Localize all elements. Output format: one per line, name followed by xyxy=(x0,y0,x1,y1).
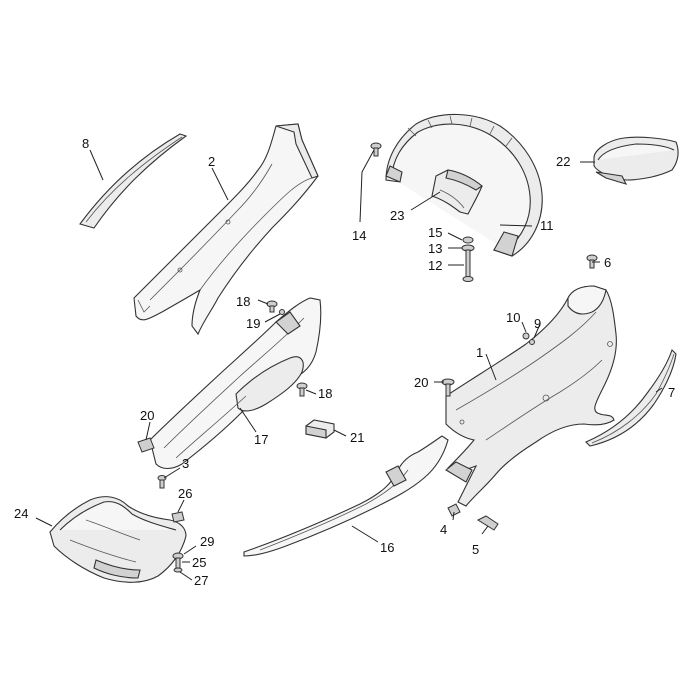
callout-28: 27 xyxy=(194,573,208,588)
callout-4: 4 xyxy=(440,522,447,537)
callout-18-upper: 18 xyxy=(236,294,250,309)
hardware-12-13-15-stack xyxy=(461,236,475,282)
callout-9: 9 xyxy=(534,316,541,331)
callout-18-lower: 18 xyxy=(318,386,332,401)
callout-23: 22 xyxy=(556,154,570,169)
callout-labels: 8 2 14 23 11 22 15 13 12 6 10 9 1 7 20 4… xyxy=(14,136,675,588)
callout-12: 12 xyxy=(428,258,442,273)
callout-17: 17 xyxy=(254,432,268,447)
leader-lines xyxy=(35,149,663,581)
callout-16: 16 xyxy=(380,540,394,555)
hardware-4-5 xyxy=(447,503,499,531)
part-1-main-body-panel xyxy=(445,285,617,507)
callout-27: 26 xyxy=(178,486,192,501)
callout-13: 13 xyxy=(428,241,442,256)
part-2-side-panel xyxy=(133,123,319,336)
part-22-block xyxy=(305,419,335,439)
part-7-side-strip xyxy=(585,348,677,447)
hardware-26-29-bottom xyxy=(171,511,185,573)
callout-8: 8 xyxy=(82,136,89,151)
callout-29: 29 xyxy=(200,534,214,549)
callout-6: 6 xyxy=(604,255,611,270)
callout-19: 19 xyxy=(246,316,260,331)
hardware-14-screw xyxy=(370,142,382,157)
callout-1: 1 xyxy=(476,345,483,360)
callout-24: 23 xyxy=(390,208,404,223)
callout-25: 24 xyxy=(14,506,28,521)
callout-10: 10 xyxy=(506,310,520,325)
callout-22: 21 xyxy=(350,430,364,445)
callout-3: 3 xyxy=(182,456,189,471)
part-17-inner-panel xyxy=(149,297,322,470)
part-16-floor-trim xyxy=(243,435,449,557)
callout-5: 5 xyxy=(472,542,479,557)
callout-2: 2 xyxy=(208,154,215,169)
hardware-6-screw xyxy=(586,254,598,269)
callout-7: 7 xyxy=(668,385,675,400)
callout-21: 20 xyxy=(414,375,428,390)
part-23-cover-lid xyxy=(593,136,679,185)
hardware-18-lower xyxy=(296,382,308,397)
part-24-shroud xyxy=(431,169,483,215)
hardware-9-10-clips xyxy=(522,332,535,345)
callout-15: 15 xyxy=(428,225,442,240)
callout-26: 25 xyxy=(192,555,206,570)
part-25-bottom-tray xyxy=(49,496,187,583)
callout-11: 11 xyxy=(540,218,554,233)
hardware-18-19-upper xyxy=(266,300,285,315)
part-8-trim-strip xyxy=(79,133,188,229)
callout-20: 20 xyxy=(140,408,154,423)
callout-14: 14 xyxy=(352,228,366,243)
